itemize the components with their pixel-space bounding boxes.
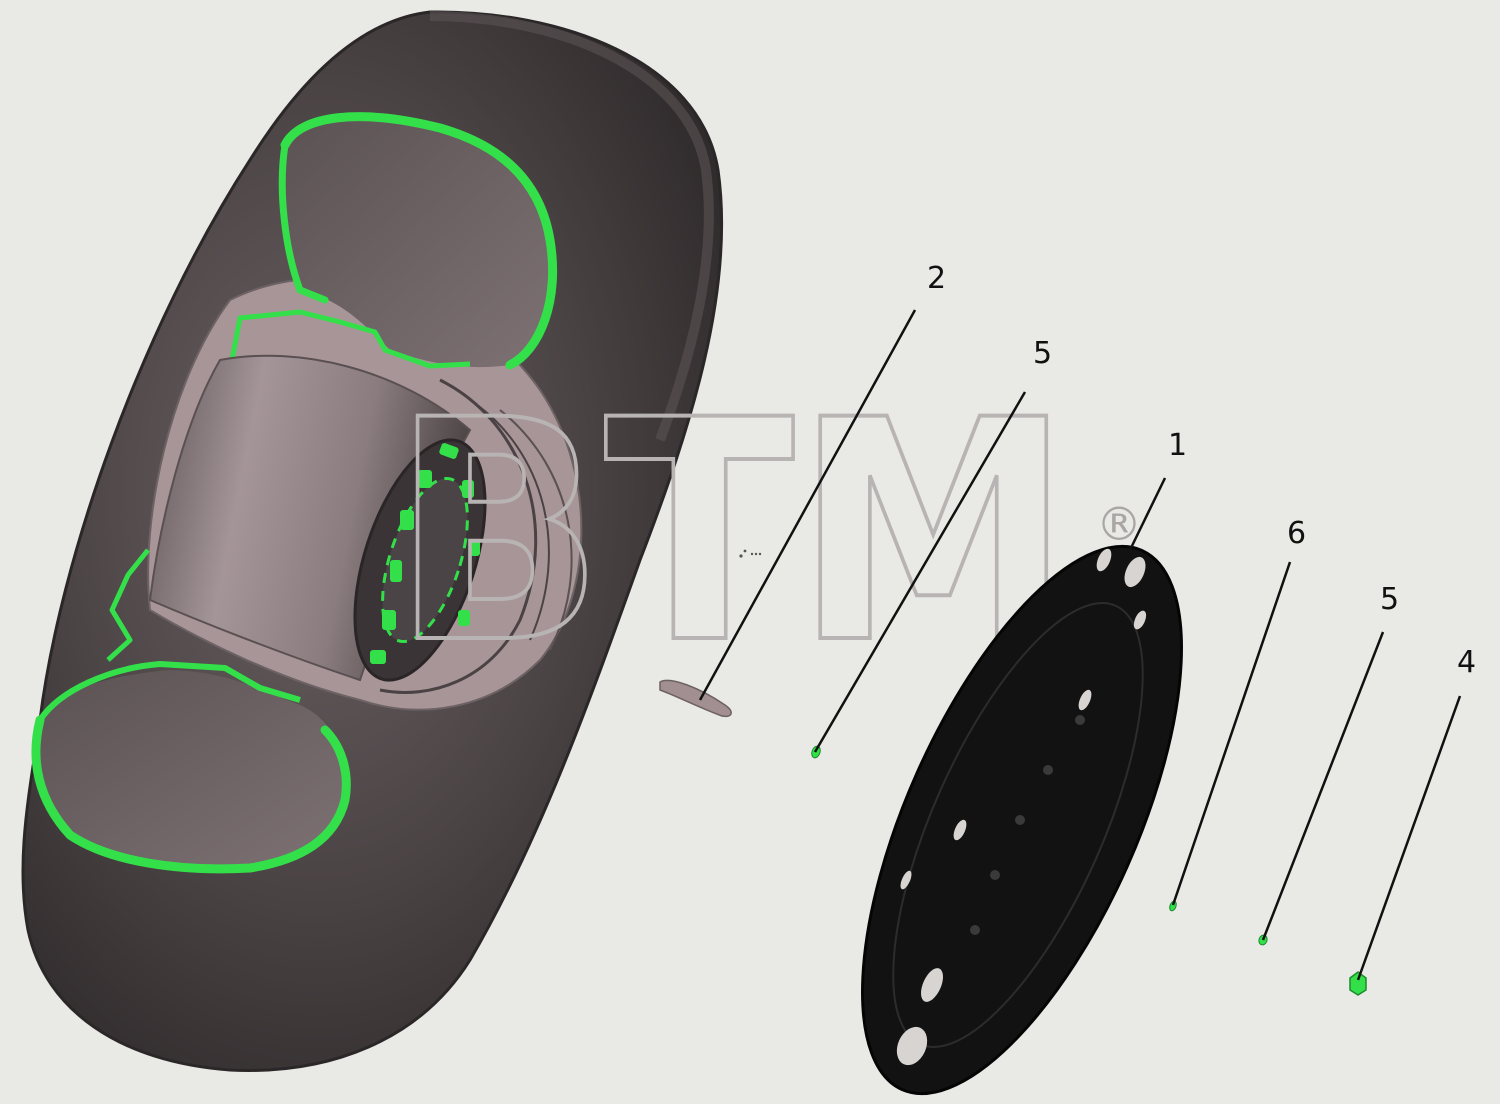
lower-green-flange xyxy=(106,548,150,662)
rim-ring-3 xyxy=(499,409,573,651)
part-valve-stem xyxy=(659,679,732,718)
watermark-mark: ® xyxy=(1096,497,1142,551)
callout-2-label: 2 xyxy=(927,261,946,296)
upper-green-rim xyxy=(229,309,471,369)
lower-green-section xyxy=(31,715,351,874)
callout-6-label: 6 xyxy=(1287,516,1306,551)
upper-green-bead xyxy=(278,141,329,304)
leader-2 xyxy=(698,309,917,701)
lower-tire-section xyxy=(36,670,346,869)
callout-5-upper-label: 5 xyxy=(1033,336,1052,371)
lower-green-rim xyxy=(37,661,301,722)
callout-leaders xyxy=(698,309,1462,981)
leader-5-lower xyxy=(1261,631,1385,941)
rim-ring-2 xyxy=(469,399,550,641)
tire-assembly xyxy=(21,10,724,1072)
part-wheel-nut xyxy=(1349,971,1367,996)
specks xyxy=(739,549,762,558)
leader-5-upper xyxy=(813,391,1027,753)
callout-labels: 2 5 1 6 5 4 xyxy=(927,261,1476,680)
callout-1-label: 1 xyxy=(1168,428,1187,463)
callout-5-lower-label: 5 xyxy=(1380,582,1399,617)
part-wheel-disc xyxy=(861,544,1183,1096)
leader-1 xyxy=(1128,477,1167,551)
watermark-text: BTM xyxy=(392,355,1072,710)
callout-4-label: 4 xyxy=(1457,645,1476,680)
leader-4 xyxy=(1356,695,1462,981)
upper-tire-section xyxy=(282,116,553,368)
rim-ring-1 xyxy=(379,378,538,694)
leader-6 xyxy=(1171,561,1292,906)
upper-green-section xyxy=(280,112,558,370)
disc-bolt-holes xyxy=(970,715,1085,935)
disc-vent-holes xyxy=(896,548,1147,1066)
hub-face-inner xyxy=(381,476,469,644)
tire-shoulder xyxy=(429,11,714,442)
hub-bolt-highlights xyxy=(370,443,480,664)
